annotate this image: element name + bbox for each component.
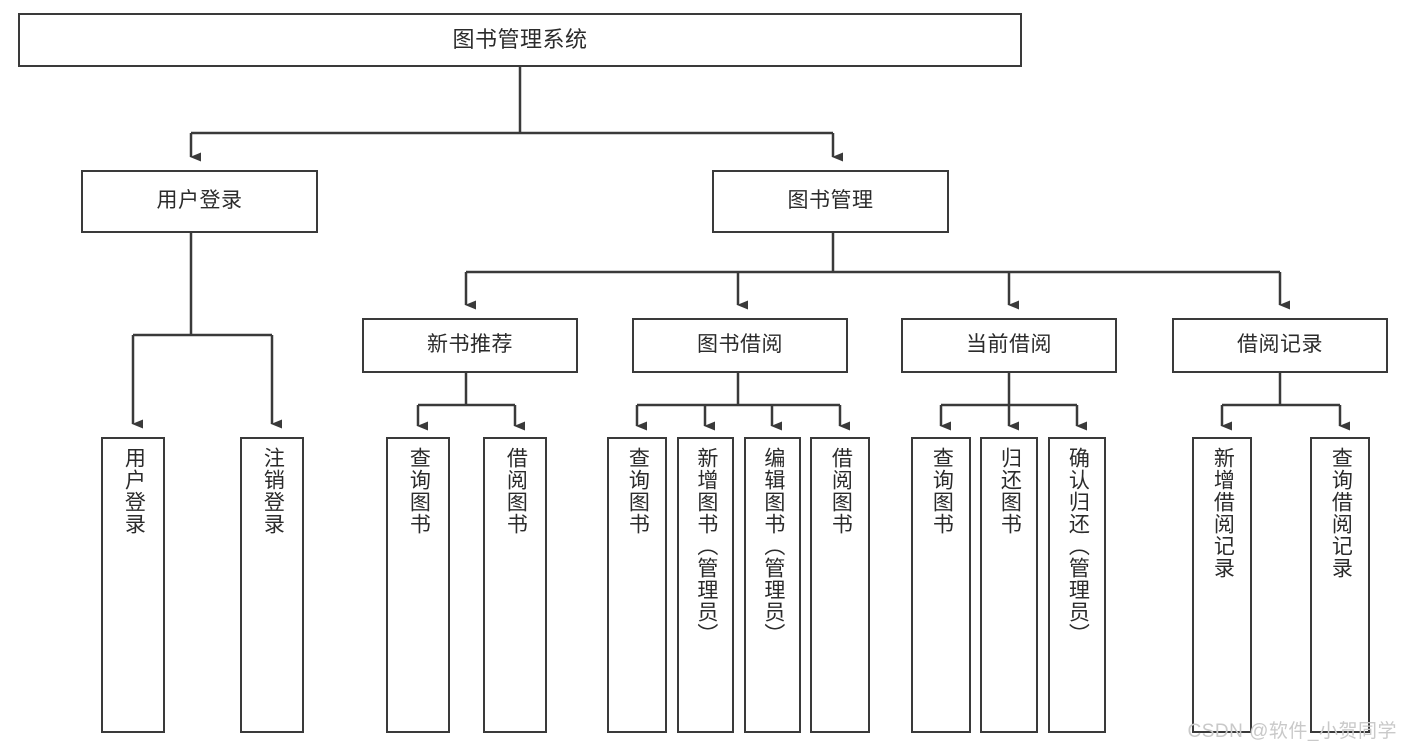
node-new-book-recommendation[interactable]: 新书推荐 <box>362 318 578 373</box>
node-book-management[interactable]: 图书管理 <box>712 170 949 233</box>
node-book-management-system[interactable]: 图书管理系统 <box>18 13 1022 67</box>
node-label: 借阅图书 <box>829 447 853 535</box>
node-label: 确认归还（管理员） <box>1066 447 1090 645</box>
leaf-borrow-book-recommendation[interactable]: 借阅图书 <box>483 437 547 733</box>
csdn-watermark: CSDN @软件_小贺同学 <box>1187 721 1397 742</box>
leaf-query-book-borrowing[interactable]: 查询图书 <box>607 437 667 733</box>
leaf-edit-book-admin[interactable]: 编辑图书（管理员） <box>744 437 801 733</box>
node-label: 借阅记录 <box>1237 333 1323 357</box>
node-borrowing-records[interactable]: 借阅记录 <box>1172 318 1388 373</box>
leaf-add-book-admin[interactable]: 新增图书（管理员） <box>677 437 734 733</box>
leaf-confirm-return-admin[interactable]: 确认归还（管理员） <box>1048 437 1106 733</box>
leaf-add-borrow-record[interactable]: 新增借阅记录 <box>1192 437 1252 733</box>
node-label: 新书推荐 <box>427 333 513 357</box>
node-label: 用户登录 <box>122 447 146 535</box>
node-label: 借阅图书 <box>504 447 528 535</box>
leaf-query-borrow-record[interactable]: 查询借阅记录 <box>1310 437 1370 733</box>
node-label: 图书借阅 <box>697 333 783 357</box>
node-label: 查询图书 <box>930 447 954 535</box>
leaf-query-book-current[interactable]: 查询图书 <box>911 437 971 733</box>
node-label: 当前借阅 <box>966 333 1052 357</box>
leaf-logout[interactable]: 注销登录 <box>240 437 304 733</box>
node-label: 新增图书（管理员） <box>694 447 718 645</box>
leaf-query-book-recommendation[interactable]: 查询图书 <box>386 437 450 733</box>
leaf-borrow-book[interactable]: 借阅图书 <box>810 437 870 733</box>
node-label: 归还图书 <box>998 447 1022 535</box>
node-label: 查询图书 <box>626 447 650 535</box>
node-label: 注销登录 <box>261 447 285 535</box>
node-label: 查询借阅记录 <box>1329 447 1353 579</box>
node-label: 编辑图书（管理员） <box>761 447 785 645</box>
node-user-login[interactable]: 用户登录 <box>81 170 318 233</box>
node-label: 图书管理 <box>787 189 874 213</box>
leaf-user-login[interactable]: 用户登录 <box>101 437 165 733</box>
leaf-return-book[interactable]: 归还图书 <box>980 437 1038 733</box>
node-label: 查询图书 <box>407 447 431 535</box>
node-current-borrowing[interactable]: 当前借阅 <box>901 318 1117 373</box>
node-label: 图书管理系统 <box>452 27 588 53</box>
node-book-borrowing[interactable]: 图书借阅 <box>632 318 848 373</box>
node-label: 新增借阅记录 <box>1211 447 1235 579</box>
node-label: 用户登录 <box>156 189 243 213</box>
